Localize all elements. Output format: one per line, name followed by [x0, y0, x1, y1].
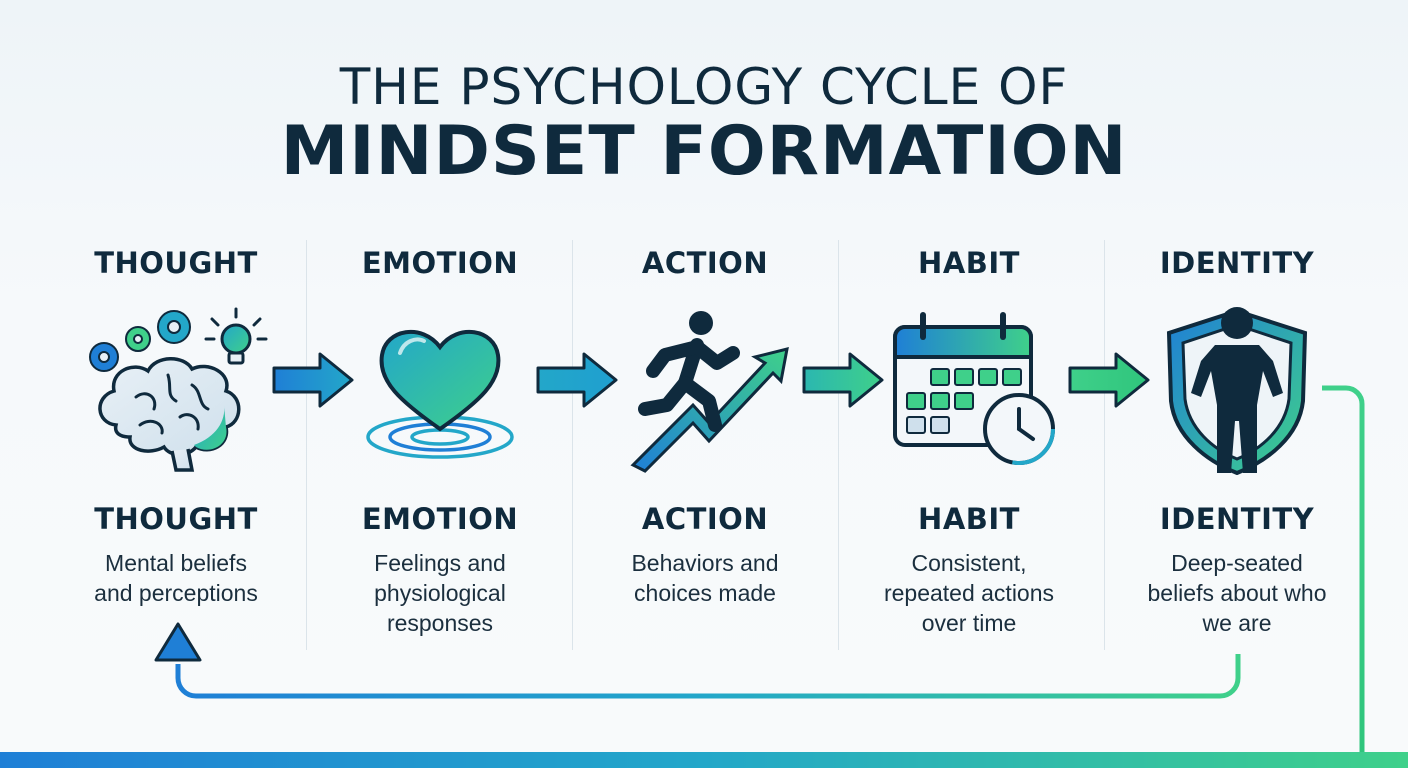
bottom-accent-bar — [0, 752, 1408, 768]
column-divider — [572, 240, 573, 650]
person-shield-icon — [1166, 307, 1308, 475]
stage-description: Consistent, repeated actions over time — [844, 548, 1094, 638]
stage-label: THOUGHT — [94, 502, 258, 536]
stage-heading: HABIT — [918, 246, 1020, 280]
stage-label: IDENTITY — [1159, 502, 1315, 536]
heart-ripple-icon — [366, 329, 514, 459]
running-person-trend-arrow-icon — [630, 311, 789, 473]
desc-line: Consistent, — [911, 550, 1027, 576]
stage-heading: IDENTITY — [1159, 246, 1315, 280]
stage-habit: HABIT HABIT Consistent, repeated actions… — [844, 240, 1094, 636]
flow-arrow-icon — [802, 352, 884, 408]
stage-emotion: EMOTION EMOTION Feelings and physiologic… — [315, 240, 565, 636]
stage-description: Mental beliefs and perceptions — [51, 548, 301, 608]
desc-line: over time — [921, 610, 1017, 636]
desc-line: beliefs about who — [1147, 580, 1327, 606]
flow-arrow-icon — [1068, 352, 1150, 408]
desc-line: we are — [1202, 610, 1272, 636]
desc-line: responses — [386, 610, 494, 636]
stage-identity: IDENTITY IDENTITY Deep-seated beliefs ab… — [1112, 240, 1362, 636]
stage-description: Deep-seated beliefs about who we are — [1112, 548, 1362, 638]
stage-heading: THOUGHT — [94, 246, 258, 280]
desc-line: Mental beliefs — [105, 550, 247, 576]
column-divider — [1104, 240, 1105, 650]
stage-label: HABIT — [918, 502, 1020, 536]
stage-description: Behaviors and choices made — [580, 548, 830, 608]
stage-description: Feelings and physiological responses — [315, 548, 565, 638]
flow-arrow-icon — [536, 352, 618, 408]
desc-line: Behaviors and — [631, 550, 779, 576]
stage-heading: EMOTION — [361, 246, 519, 280]
flow-arrow-icon — [272, 352, 354, 408]
stage-action: ACTION ACTION Behaviors and choices made — [580, 240, 830, 606]
stage-heading: ACTION — [641, 246, 769, 280]
desc-line: Deep-seated — [1171, 550, 1303, 576]
title-line-2: MINDSET FORMATION — [280, 112, 1128, 191]
desc-line: repeated actions — [883, 580, 1055, 606]
desc-line: and perceptions — [94, 580, 258, 606]
stage-thought: THOUGHT — [51, 240, 301, 606]
title-line-1: THE PSYCHOLOGY CYCLE OF — [339, 58, 1069, 116]
column-divider — [838, 240, 839, 650]
desc-line: choices made — [634, 580, 776, 606]
loop-arrowhead-icon — [154, 622, 202, 662]
desc-line: Feelings and — [374, 550, 506, 576]
calendar-clock-icon — [893, 312, 1055, 465]
brain-gears-lightbulb-icon — [89, 307, 268, 472]
column-divider — [306, 240, 307, 650]
stage-label: EMOTION — [361, 502, 519, 536]
desc-line: physiological — [374, 580, 506, 606]
stage-label: ACTION — [641, 502, 769, 536]
